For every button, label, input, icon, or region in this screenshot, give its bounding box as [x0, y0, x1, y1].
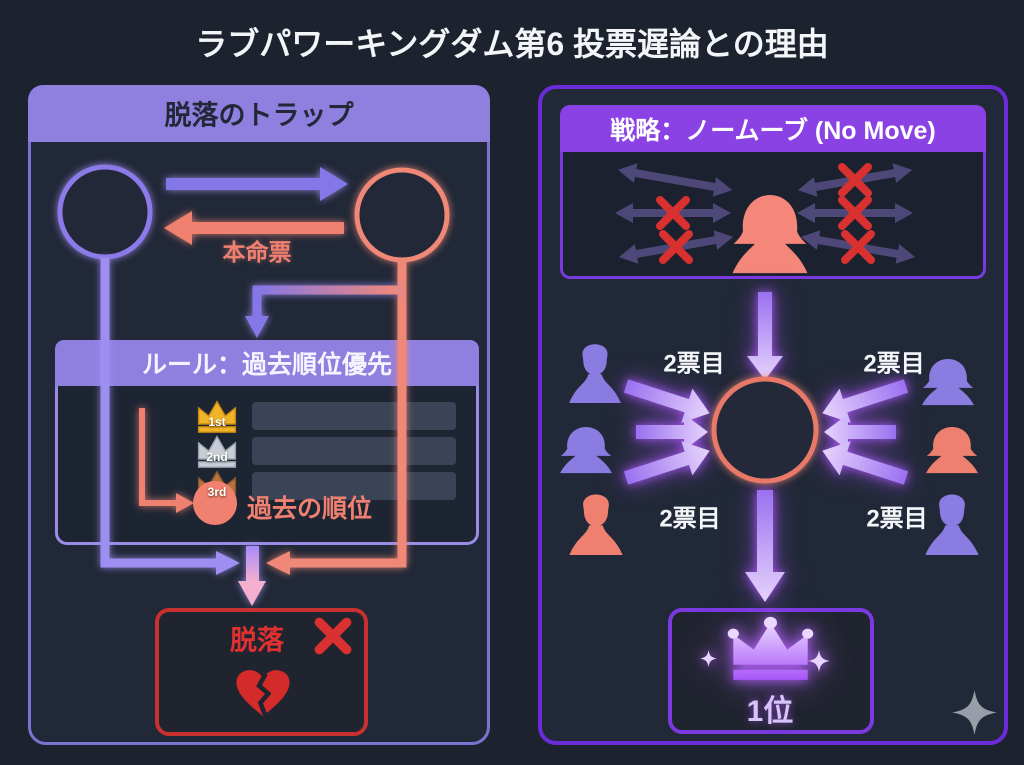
- second-vote-label-tr: 2票目: [863, 350, 925, 378]
- second-vote-label-br: 2票目: [866, 505, 928, 533]
- rank-1-bar: [252, 402, 456, 430]
- no-move-header: [560, 105, 986, 152]
- winner-label: 1位: [746, 695, 794, 728]
- past-rank-label: 過去の順位: [247, 495, 373, 523]
- elimination-label: 脱落: [230, 625, 284, 656]
- rank-1st-label: 1st: [208, 415, 226, 429]
- page-title: ラブパワーキングダム第6 投票遅論との理由: [195, 26, 829, 62]
- elimination-trap-panel-header: [28, 85, 490, 142]
- second-vote-label-bl: 2票目: [659, 505, 721, 533]
- rank-2-bar: [252, 437, 456, 465]
- honmei-vote-label: 本命票: [222, 239, 292, 265]
- rank-2nd-label: 2nd: [206, 450, 228, 464]
- second-vote-label-tl: 2票目: [663, 350, 725, 378]
- rule-box-title: ルール：過去順位優先: [141, 351, 393, 379]
- rank-3rd-label: 3rd: [207, 485, 227, 499]
- no-move-box: [560, 152, 986, 279]
- left-panel-title: 脱落のトラップ: [164, 100, 354, 131]
- strategy-title: 戦略：ノームーブ (No Move): [610, 117, 936, 145]
